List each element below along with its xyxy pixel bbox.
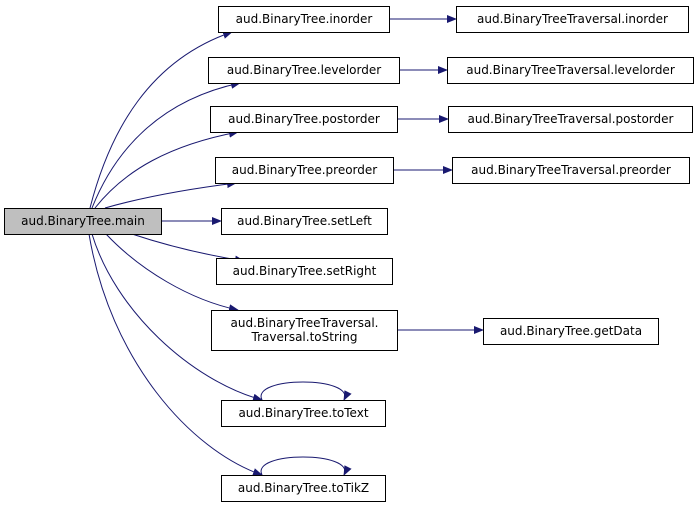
node-label: aud.BinaryTree.main (21, 214, 145, 228)
node-trav_levelorder[interactable]: aud.BinaryTreeTraversal.levelorder (447, 57, 694, 84)
node-label: aud.BinaryTree.toText (238, 406, 368, 420)
node-toText[interactable]: aud.BinaryTree.toText (221, 400, 386, 427)
nodes: aud.BinaryTree.main aud.BinaryTree.inorde… (4, 6, 694, 502)
node-trav_postorder[interactable]: aud.BinaryTreeTraversal.postorder (448, 106, 693, 133)
node-box (218, 6, 390, 33)
node-box (208, 57, 400, 84)
edges (88, 15, 484, 476)
edge-main-to-setRight (131, 233, 245, 264)
node-label: aud.BinaryTree.preorder (232, 163, 378, 177)
node-levelorder[interactable]: aud.BinaryTree.levelorder (208, 57, 400, 84)
edge-arrow (88, 233, 263, 476)
edge-arrow (260, 381, 352, 401)
edge-toTikZ-to-toTikZ (260, 456, 352, 476)
node-getData[interactable]: aud.BinaryTree.getData (483, 318, 659, 345)
node-box (211, 310, 398, 351)
node-setLeft[interactable]: aud.BinaryTree.setLeft (221, 208, 388, 235)
node-box (221, 208, 388, 235)
edge-main-to-postorder (94, 129, 239, 209)
edge-arrow (91, 233, 263, 402)
node-box (452, 157, 690, 184)
node-box (215, 157, 394, 184)
edge-arrow (105, 233, 239, 313)
node-box (4, 208, 162, 235)
edge-main-to-toTikZ (88, 233, 263, 476)
node-box (483, 318, 659, 345)
node-box (210, 106, 398, 133)
edge-main-to-inorder (89, 31, 233, 209)
edge-arrow (260, 456, 352, 476)
node-preorder[interactable]: aud.BinaryTree.preorder (215, 157, 394, 184)
node-box (456, 6, 689, 33)
edge-main-to-toText (91, 233, 263, 402)
edge-arrow (91, 80, 241, 209)
node-trav_inorder[interactable]: aud.BinaryTreeTraversal.inorder (456, 6, 689, 33)
edge-toText-to-toText (260, 381, 352, 401)
node-main[interactable]: aud.BinaryTree.main (4, 208, 162, 235)
node-box (221, 400, 386, 427)
node-label: aud.BinaryTreeTraversal. (231, 316, 379, 330)
node-label: aud.BinaryTreeTraversal.preorder (471, 163, 671, 177)
node-inorder[interactable]: aud.BinaryTree.inorder (218, 6, 390, 33)
node-label: aud.BinaryTreeTraversal.inorder (477, 12, 668, 26)
node-label: aud.BinaryTree.setRight (233, 264, 377, 278)
node-label: aud.BinaryTree.setLeft (237, 214, 372, 228)
node-box (216, 258, 393, 285)
node-trav_toString[interactable]: aud.BinaryTreeTraversal.Traversal.toStri… (211, 310, 398, 351)
node-label: aud.BinaryTreeTraversal.postorder (468, 112, 674, 126)
edge-arrow (94, 129, 239, 209)
edge-main-to-levelorder (91, 80, 241, 209)
edge-main-to-trav_toString (105, 233, 239, 313)
node-label: Traversal.toString (251, 330, 358, 344)
node-label: aud.BinaryTree.toTikZ (238, 481, 369, 495)
node-postorder[interactable]: aud.BinaryTree.postorder (210, 106, 398, 133)
node-box (221, 475, 386, 502)
node-setRight[interactable]: aud.BinaryTree.setRight (216, 258, 393, 285)
node-label: aud.BinaryTree.getData (500, 324, 642, 338)
node-label: aud.BinaryTree.levelorder (227, 63, 381, 77)
node-label: aud.BinaryTree.inorder (236, 12, 373, 26)
node-box (448, 106, 693, 133)
node-label: aud.BinaryTreeTraversal.levelorder (466, 63, 675, 77)
edge-arrow (104, 180, 237, 209)
edge-arrow (131, 233, 245, 264)
node-trav_preorder[interactable]: aud.BinaryTreeTraversal.preorder (452, 157, 690, 184)
edge-main-to-preorder (104, 180, 237, 209)
node-label: aud.BinaryTree.postorder (228, 112, 380, 126)
node-toTikZ[interactable]: aud.BinaryTree.toTikZ (221, 475, 386, 502)
node-box (447, 57, 694, 84)
edge-arrow (89, 31, 233, 209)
